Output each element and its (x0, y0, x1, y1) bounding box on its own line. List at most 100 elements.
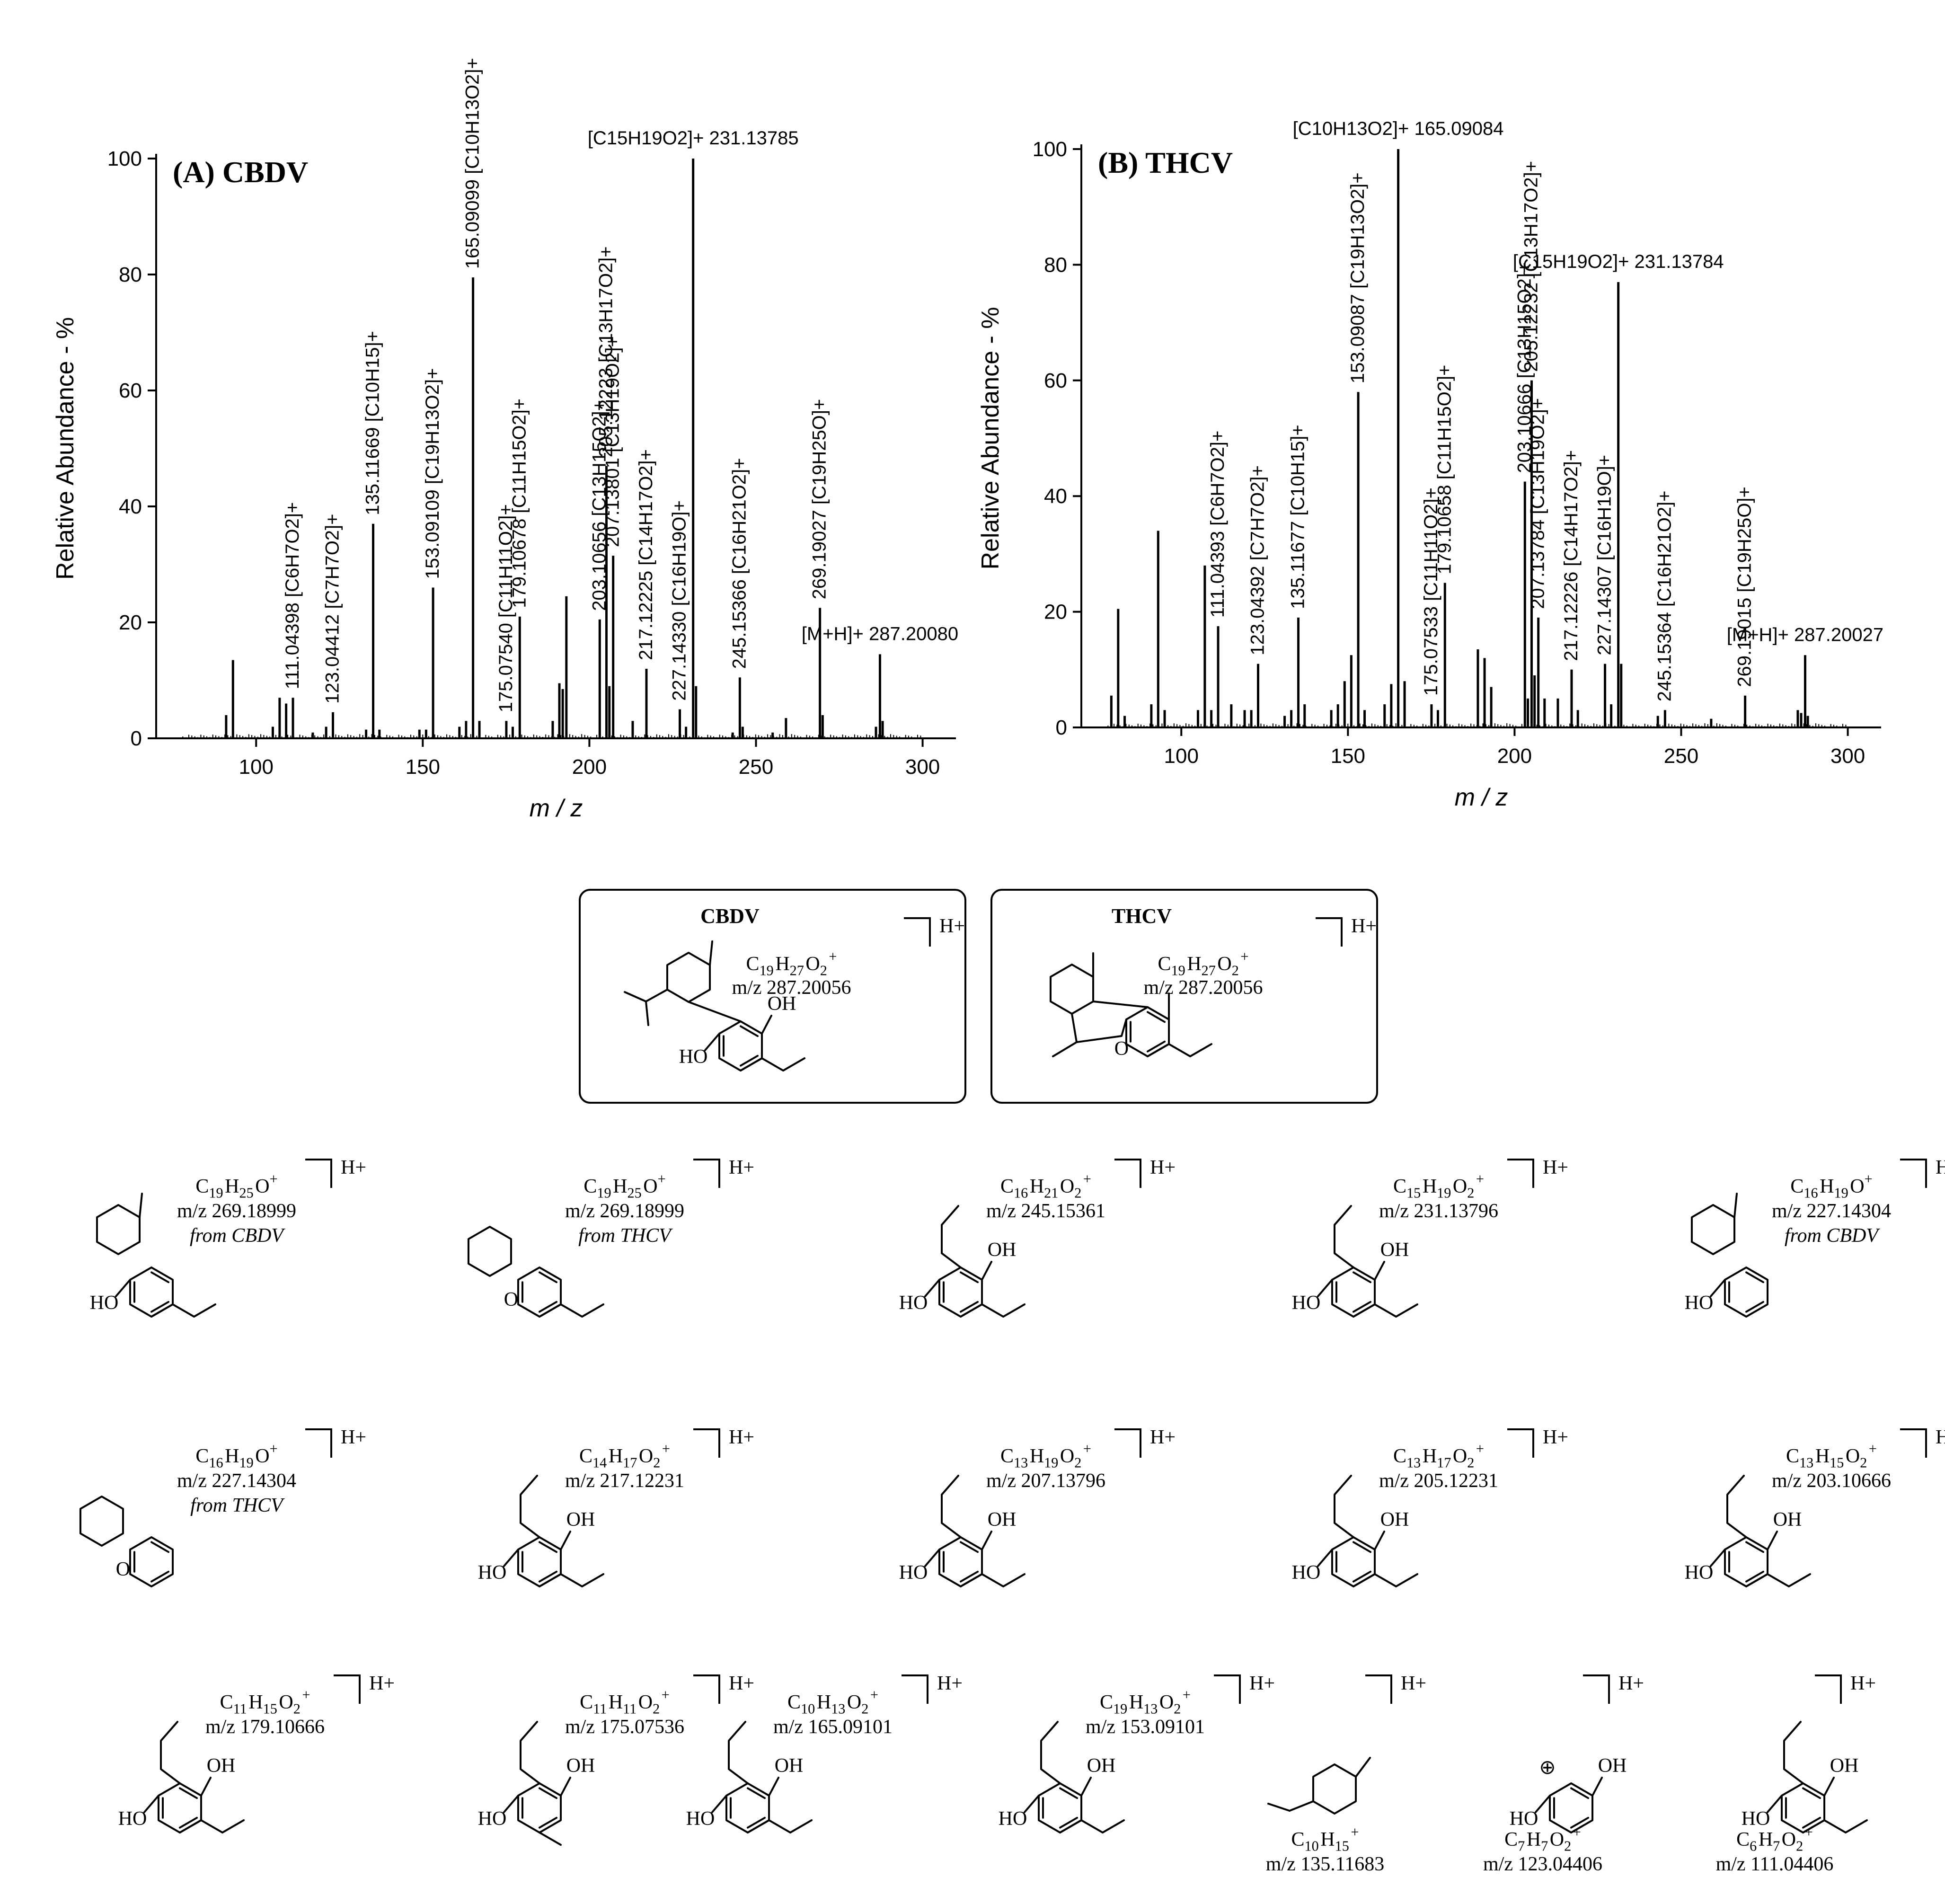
propyl-chain (1353, 1573, 1418, 1587)
double-bond (1147, 1040, 1166, 1053)
mz-value: m/z 245.15361 (986, 1200, 1105, 1222)
y-tick-label: 0 (1056, 716, 1067, 739)
oh-bond (560, 1777, 572, 1797)
peak-label: 123.04392 [C7H7O2]+ (1247, 465, 1268, 655)
x-tick-label: 200 (572, 755, 607, 779)
oh-bond (1374, 1261, 1386, 1281)
ho-bond (503, 1795, 519, 1813)
benzene-ring (1125, 1006, 1170, 1057)
formula: C10 H13 O2 + (787, 1687, 878, 1717)
methyl (1355, 1757, 1371, 1778)
double-bond (1353, 1570, 1372, 1583)
methyl (139, 1193, 143, 1218)
methyl (709, 940, 714, 966)
double-bond (960, 1271, 979, 1284)
oh-bond (981, 1261, 993, 1281)
double-bond (1745, 1541, 1765, 1553)
atom-label: HO (118, 1808, 147, 1830)
atom-label: HO (1510, 1808, 1538, 1830)
propyl-chain (1802, 1819, 1868, 1833)
atom-label: HO (1685, 1562, 1714, 1584)
ring-fusion (1092, 1001, 1149, 1008)
formula: C16 H19 O+ (1790, 1171, 1872, 1201)
atom-label: HO (999, 1808, 1027, 1830)
benzene-ring (157, 1782, 203, 1833)
atom-label: HO (679, 1046, 708, 1068)
peak-label: 227.14307 [C16H19O]+ (1594, 455, 1615, 655)
charge-label: H+ (1618, 1673, 1644, 1694)
benzene-ring (1331, 1536, 1376, 1587)
double-bond (539, 1541, 558, 1553)
propyl-chain (539, 1303, 604, 1318)
charge-label: H+ (939, 915, 965, 937)
ho-bond (1317, 1279, 1333, 1297)
ho-bond (1317, 1549, 1333, 1567)
box-frame (579, 889, 966, 1104)
oh-bond (560, 1531, 572, 1550)
peak-label: 217.12225 [C14H17O2]+ (636, 449, 656, 660)
benzene-ring (129, 1266, 174, 1318)
y-tick-label: 20 (119, 611, 142, 634)
atom-label: OH (566, 1509, 595, 1531)
oh-bond (768, 1777, 780, 1797)
atom-label: OH (1380, 1239, 1409, 1261)
cyclohexene-ring (1049, 964, 1095, 1015)
peak-label: 207.13801 [C13H19O2]+ (602, 336, 623, 547)
methyl (539, 1832, 562, 1846)
formula: C19 H25 O+ (584, 1171, 665, 1201)
x-axis-label: m / z (1455, 784, 1508, 811)
side-chain (1334, 1475, 1354, 1538)
double-bond (539, 1271, 558, 1284)
benzene-ring (1037, 1782, 1083, 1833)
side-chain (160, 1721, 181, 1784)
cyclohexene-ring (1690, 1204, 1736, 1255)
peak-label: 269.19027 [C19H25O]+ (809, 399, 830, 600)
atom-label: OH (1598, 1755, 1627, 1777)
atom-label: OH (1773, 1509, 1802, 1531)
double-bond (1059, 1816, 1079, 1829)
benzene-ring (725, 1782, 770, 1833)
benzene-ring (129, 1536, 174, 1587)
baseline-noise (182, 734, 921, 738)
x-tick-label: 300 (905, 755, 940, 779)
bracket (305, 1159, 332, 1188)
isopropenyl (1267, 1800, 1314, 1812)
propyl-chain (960, 1303, 1026, 1318)
atom-label: OH (988, 1239, 1017, 1261)
cyclohexene-ring (96, 1204, 141, 1255)
peak-label: 153.09087 [C19H13O2]+ (1347, 172, 1368, 383)
x-tick-label: 150 (1331, 744, 1365, 768)
ho-bond (704, 1033, 720, 1051)
bracket (1214, 1674, 1241, 1704)
atom-label: HO (478, 1562, 507, 1584)
atom-label: HO (899, 1562, 928, 1584)
peak-label: 135.11677 [C10H15]+ (1288, 425, 1308, 609)
peak-label: 227.14330 [C16H19O]+ (669, 500, 690, 701)
side-chain (1726, 1475, 1747, 1538)
atom-label: OH (768, 993, 796, 1015)
double-bond (960, 1570, 979, 1583)
propyl-chain (150, 1303, 216, 1318)
mz-value: m/z 227.14304 (1772, 1200, 1891, 1222)
oh-bond (1767, 1531, 1778, 1550)
bracket (334, 1674, 361, 1704)
side-chain (520, 1475, 540, 1538)
ho-bond (1766, 1795, 1783, 1813)
peak-label: 203.10666 [C13H15O2]+ (1514, 262, 1535, 473)
charge-label: H+ (1936, 1157, 1945, 1178)
propyl-chain (1059, 1819, 1125, 1833)
double-bond (150, 1570, 170, 1583)
atom-label: HO (1685, 1292, 1714, 1314)
benzene-ring (718, 1020, 763, 1072)
side-chain (1783, 1721, 1804, 1784)
peak-label: 135.11669 [C10H15]+ (362, 331, 383, 515)
bracket (305, 1428, 332, 1458)
x-tick-label: 300 (1830, 744, 1865, 768)
bracket (1900, 1159, 1927, 1188)
